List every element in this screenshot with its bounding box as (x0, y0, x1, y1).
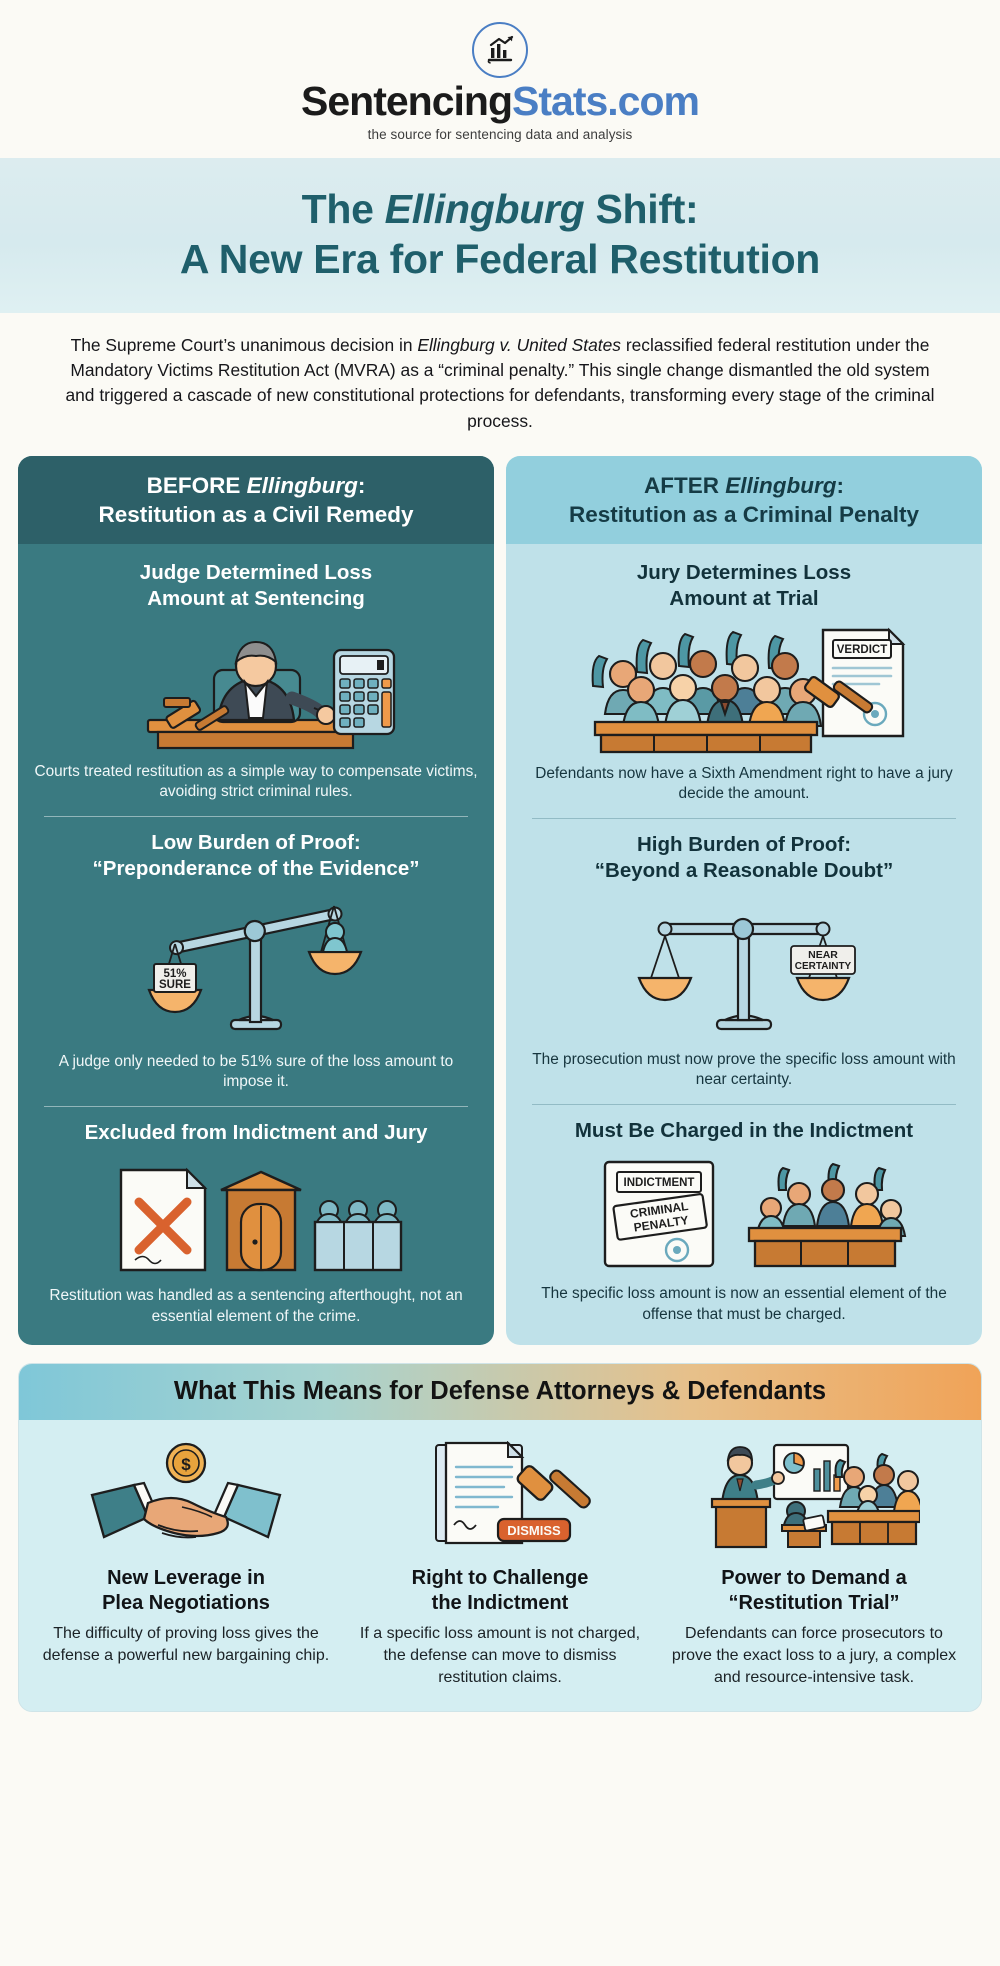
handshake-coin-icon: $ (39, 1438, 333, 1556)
comparison-panels: BEFORE Ellingburg: Restitution as a Civi… (0, 455, 1000, 1346)
svg-text:CERTAINTY: CERTAINTY (795, 961, 852, 972)
after-block-burden: High Burden of Proof:“Beyond a Reasonabl… (522, 832, 966, 1091)
after-block1-caption: Defendants now have a Sixth Amendment ri… (535, 764, 953, 803)
before-panel-heading: BEFORE Ellingburg: Restitution as a Civi… (18, 455, 494, 545)
svg-text:VERDICT: VERDICT (837, 644, 887, 656)
before-block2-caption: A judge only needed to be 51% sure of th… (58, 1052, 454, 1091)
after-block-indictment: Must Be Charged in the Indictment INDICT… (522, 1118, 966, 1325)
cheering-jury-verdict-gavel-illustration: VERDICT (522, 622, 966, 754)
after-heading-pre: AFTER (644, 472, 726, 498)
after-divider-2 (532, 1104, 956, 1106)
takeaway3-body: Defendants can force prosecutors to prov… (671, 1625, 957, 1686)
crossed-out-document-courthouse-jurybox-illustration (34, 1156, 478, 1276)
before-divider-1 (44, 816, 468, 818)
judge-with-calculator-illustration (34, 622, 478, 752)
before-panel: BEFORE Ellingburg: Restitution as a Civi… (18, 455, 494, 1346)
after-heading-subtitle: Restitution as a Criminal Penalty (568, 501, 920, 527)
before-block2-title: Low Burden of Proof:“Preponderance of th… (92, 831, 420, 880)
before-heading-case: Ellingburg (246, 472, 358, 498)
before-block3-caption: Restitution was handled as a sentencing … (49, 1286, 463, 1325)
takeaways-section: What This Means for Defense Attorneys & … (18, 1363, 982, 1712)
page-title-line1: The Ellingburg Shift: (20, 184, 980, 234)
after-heading-post: : (836, 472, 845, 498)
svg-text:DISMISS: DISMISS (507, 1523, 561, 1538)
svg-text:INDICTMENT: INDICTMENT (624, 1177, 695, 1189)
takeaway1-body: The difficulty of proving loss gives the… (42, 1625, 330, 1665)
title-band: The Ellingburg Shift: A New Era for Fede… (0, 158, 1000, 313)
title-pre: The (301, 186, 385, 233)
takeaway2-body: If a specific loss amount is not charged… (359, 1625, 641, 1686)
before-block1-caption: Courts treated restitution as a simple w… (34, 762, 478, 801)
before-block-burden: Low Burden of Proof:“Preponderance of th… (34, 830, 478, 1093)
title-post: Shift: (584, 186, 699, 233)
after-block3-title: Must Be Charged in the Indictment (574, 1119, 914, 1143)
after-divider-1 (532, 818, 956, 820)
before-heading-subtitle: Restitution as a Civil Remedy (98, 501, 414, 527)
intro-case-name: Ellingburg v. United States (417, 334, 621, 355)
before-divider-2 (44, 1106, 468, 1108)
takeaway3-title: Power to Demand a“Restitution Trial” (721, 1567, 907, 1615)
before-heading-pre: BEFORE (146, 472, 247, 498)
after-heading-case: Ellingburg (725, 472, 837, 498)
after-block3-caption: The specific loss amount is now an essen… (541, 1284, 947, 1323)
after-block2-caption: The prosecution must now prove the speci… (532, 1050, 956, 1089)
svg-text:NEAR: NEAR (808, 949, 838, 961)
balanced-scales-illustration: NEAR CERTAINTY (522, 894, 966, 1040)
wordmark-sentencing: Sentencing (301, 78, 513, 124)
wordmark-statsdotcom: Stats.com (512, 78, 700, 124)
intro-paragraph: The Supreme Court’s unanimous decision i… (0, 312, 1000, 456)
before-block3-title: Excluded from Indictment and Jury (84, 1121, 428, 1145)
intro-part1: The Supreme Court’s unanimous decision i… (70, 334, 418, 355)
svg-text:51%: 51% (163, 968, 186, 980)
brand-wordmark: SentencingStats.com (0, 78, 1000, 124)
before-block-excluded: Excluded from Indictment and Jury (34, 1120, 478, 1327)
indictment-document-jurybox-illustration: INDICTMENT CRIMINAL PENALTY (522, 1154, 966, 1274)
after-panel-heading: AFTER Ellingburg: Restitution as a Crimi… (506, 455, 982, 545)
tilted-scales-illustration: 51% SURE (34, 892, 478, 1042)
svg-text:$: $ (181, 1455, 191, 1474)
attorney-presenting-to-jury-icon (667, 1438, 961, 1556)
brand-header: SentencingStats.com the source for sente… (0, 0, 1000, 159)
brand-tagline: the source for sentencing data and analy… (367, 127, 633, 143)
after-block2-title: High Burden of Proof:“Beyond a Reasonabl… (594, 833, 894, 882)
takeaways-heading: What This Means for Defense Attorneys & … (19, 1364, 981, 1421)
page-title-line2: A New Era for Federal Restitution (179, 236, 821, 283)
intro-part2: reclassified federal restitution under t… (65, 334, 935, 431)
svg-text:SURE: SURE (159, 979, 191, 991)
document-gavel-dismiss-icon: DISMISS (353, 1438, 647, 1556)
chart-arrow-circle-icon (472, 22, 528, 78)
after-panel: AFTER Ellingburg: Restitution as a Crimi… (506, 455, 982, 1346)
before-heading-post: : (357, 472, 366, 498)
title-case-name: Ellingburg (384, 186, 585, 233)
takeaway-column-trial: Power to Demand a“Restitution Trial” Def… (657, 1438, 971, 1688)
